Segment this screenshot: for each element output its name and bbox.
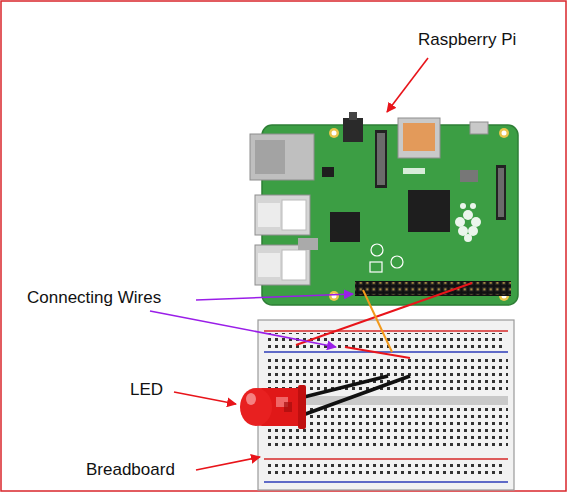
part-label: Connecting Wires — [27, 288, 161, 308]
connecting-wire — [296, 283, 472, 358]
part-label: Breadboard — [86, 460, 175, 480]
raspberry-pi-board — [250, 112, 518, 305]
led — [240, 376, 410, 429]
part-label: Raspberry Pi — [418, 30, 516, 50]
leader-arrow — [150, 58, 428, 470]
part-label: LED — [130, 380, 163, 400]
